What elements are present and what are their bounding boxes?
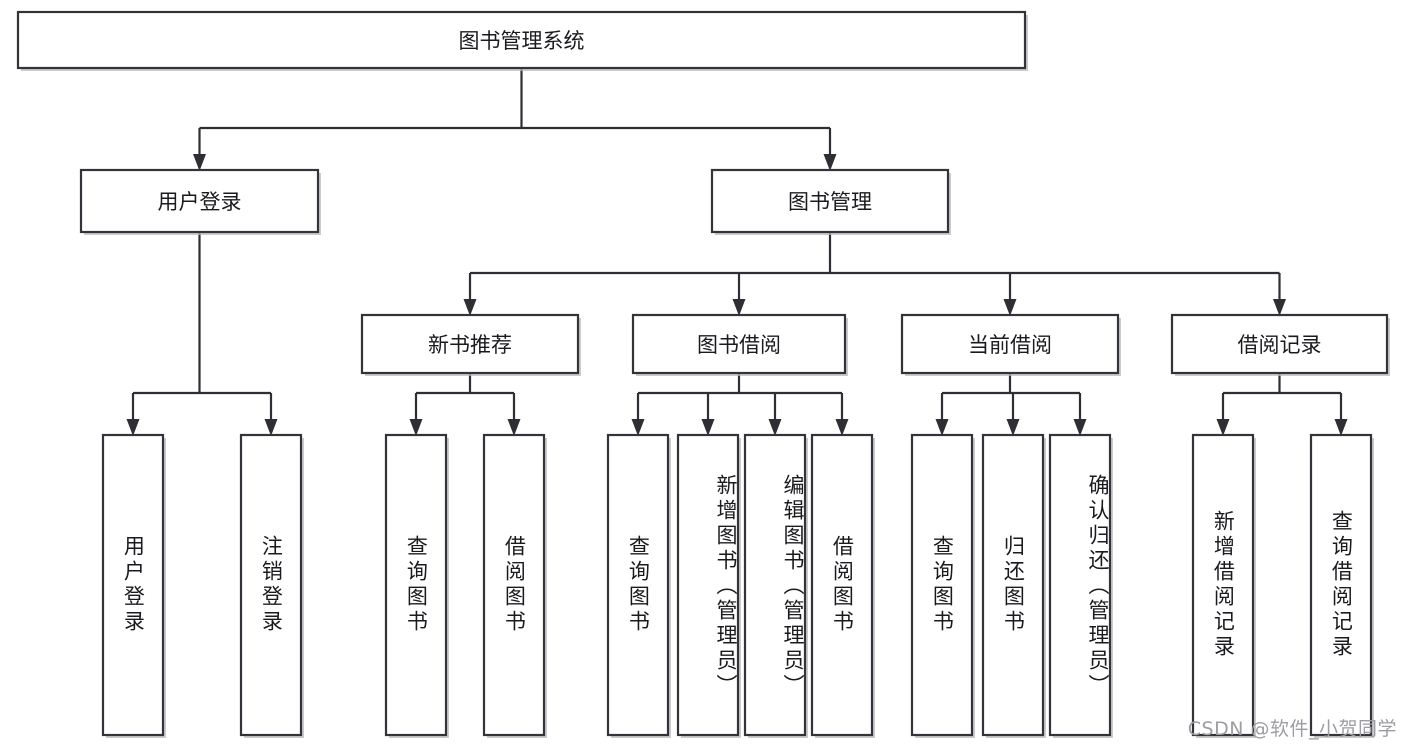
edge-arrowhead <box>631 419 645 436</box>
node-box-n-new-book[interactable] <box>360 313 580 375</box>
node-box-l-add-record[interactable] <box>1191 433 1255 737</box>
edge-arrowhead <box>1003 299 1017 316</box>
node-box-n-record[interactable] <box>1170 313 1389 375</box>
edge-arrowhead <box>264 419 278 436</box>
node-box-l-borrow-book-2[interactable] <box>810 433 874 737</box>
edge-arrowhead <box>126 419 140 436</box>
node-label-n-current: 当前借阅 <box>968 333 1052 357</box>
edge-arrowhead <box>1216 419 1230 436</box>
node-box-n-user-login[interactable] <box>79 168 320 234</box>
edge-arrowhead <box>835 419 849 436</box>
node-box-root[interactable] <box>16 10 1027 70</box>
edge-arrowhead <box>1334 419 1348 436</box>
node-box-l-user-login[interactable] <box>101 433 165 737</box>
node-box-n-borrow[interactable] <box>631 313 847 375</box>
node-box-l-add-book[interactable] <box>676 433 740 737</box>
node-box-l-borrow-book-1[interactable] <box>482 433 546 737</box>
edge-arrowhead <box>1073 419 1087 436</box>
edge-arrowhead <box>935 419 949 436</box>
node-box-l-query-book-2[interactable] <box>606 433 670 737</box>
edge-arrowhead <box>463 299 477 316</box>
edge-arrowhead <box>1006 419 1020 436</box>
edges-layer <box>126 68 1348 436</box>
edge-arrowhead <box>823 154 837 171</box>
edge-arrowhead <box>409 419 423 436</box>
node-box-l-query-book-3[interactable] <box>910 433 974 737</box>
edge-arrowhead <box>193 154 206 171</box>
node-box-l-logout[interactable] <box>239 433 303 737</box>
node-label-root: 图书管理系统 <box>459 29 585 53</box>
boxes-layer <box>16 10 1390 738</box>
edge-arrowhead <box>701 419 715 436</box>
node-box-l-query-book-1[interactable] <box>384 433 448 737</box>
node-box-l-edit-book[interactable] <box>743 433 807 737</box>
edge-arrowhead <box>1273 299 1286 316</box>
csdn-watermark: CSDN @软件_小贺同学 <box>1187 718 1397 740</box>
node-label-n-user-login: 用户登录 <box>158 190 242 214</box>
node-label-n-borrow: 图书借阅 <box>697 333 781 357</box>
node-box-n-current[interactable] <box>900 313 1120 375</box>
node-label-n-book-mgmt: 图书管理 <box>788 190 872 214</box>
node-box-l-return-book[interactable] <box>981 433 1045 737</box>
edge-arrowhead <box>732 299 746 316</box>
edge-arrowhead <box>507 419 521 436</box>
node-box-l-query-record[interactable] <box>1309 433 1373 737</box>
node-label-n-record: 借阅记录 <box>1238 333 1322 357</box>
node-label-n-new-book: 新书推荐 <box>428 333 512 357</box>
node-box-n-book-mgmt[interactable] <box>710 168 950 234</box>
node-box-l-confirm-return[interactable] <box>1048 433 1112 737</box>
edge-arrowhead <box>768 419 782 436</box>
